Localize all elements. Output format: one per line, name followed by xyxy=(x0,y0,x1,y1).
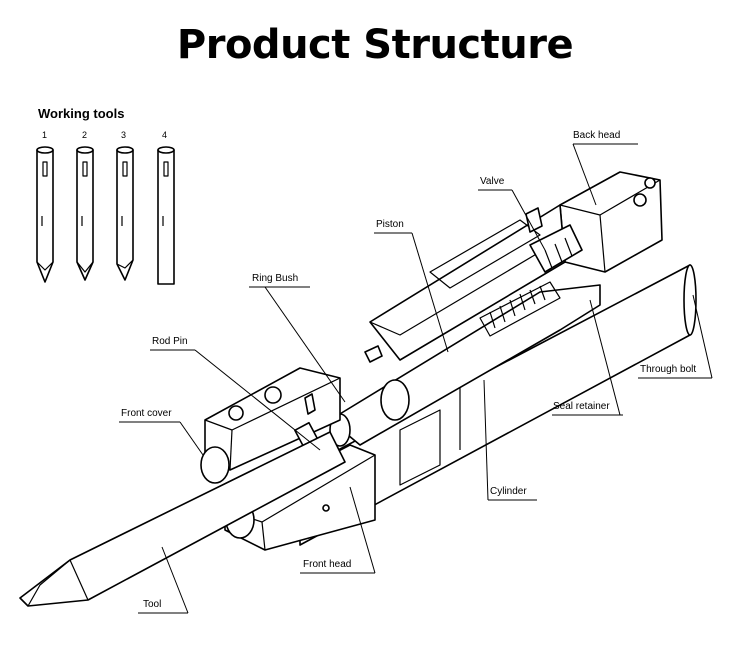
label-tool: Tool xyxy=(143,599,162,610)
label-valve: Valve xyxy=(480,176,505,187)
working-tools-title: Working tools xyxy=(38,106,125,121)
working-tool-2 xyxy=(76,146,94,281)
label-back-head: Back head xyxy=(573,130,621,141)
label-rod-pin: Rod Pin xyxy=(152,336,188,347)
working-tool-4 xyxy=(157,146,175,285)
leader-lines xyxy=(119,143,713,614)
page-title: Product Structure xyxy=(176,22,574,68)
tool-number-3: 3 xyxy=(121,130,127,140)
label-piston: Piston xyxy=(376,219,404,230)
label-front-cover: Front cover xyxy=(121,408,172,419)
tool-number-1: 1 xyxy=(42,130,48,140)
working-tool-3 xyxy=(116,146,134,281)
label-front-head: Front head xyxy=(303,559,352,570)
label-through-bolt: Through bolt xyxy=(640,364,697,375)
tool-number-4: 4 xyxy=(162,130,168,140)
breaker-assembly xyxy=(19,171,697,607)
label-ring-bush: Ring Bush xyxy=(252,273,299,284)
tool-number-2: 2 xyxy=(82,130,88,140)
working-tool-1 xyxy=(36,146,54,283)
label-cylinder: Cylinder xyxy=(490,486,527,497)
label-seal-retainer: Seal retainer xyxy=(553,401,610,412)
